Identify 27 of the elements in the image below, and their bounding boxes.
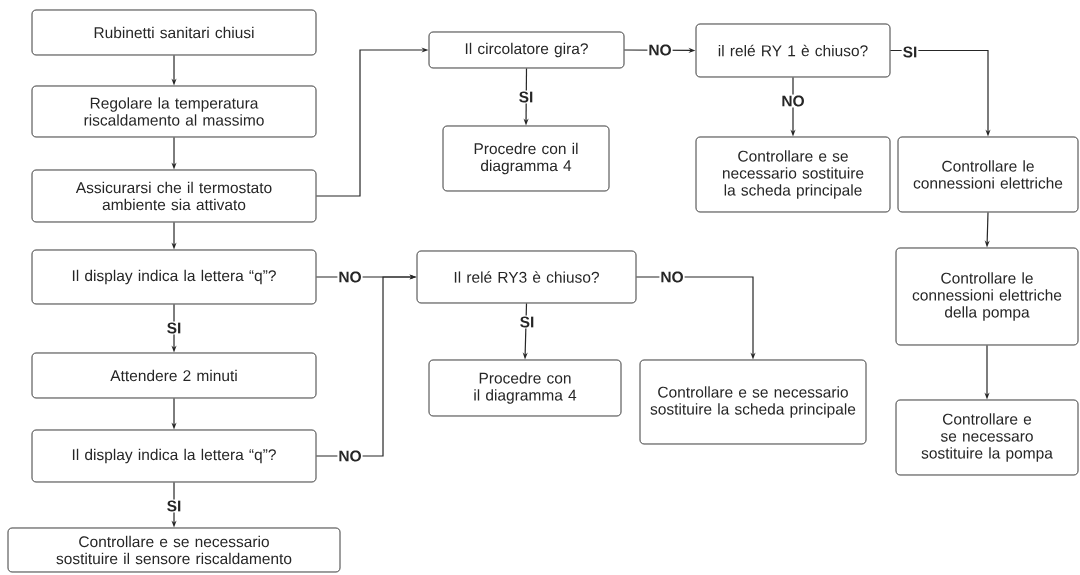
process-box: Controllare e se necessaro sostituire la pompa bbox=[895, 399, 1079, 476]
process-box: Controllare e se necessario sostituire la scheda principale bbox=[695, 136, 891, 213]
edge-label: SI bbox=[518, 315, 536, 329]
process-box: Il circolatore gira? bbox=[428, 31, 625, 69]
process-box: Controllare le connessioni elettriche bbox=[897, 136, 1079, 213]
edge-label: SI bbox=[901, 45, 919, 59]
edge-label: NO bbox=[337, 270, 363, 284]
edge-label: NO bbox=[337, 449, 363, 463]
process-box: Controllare e se necessario sostituire il sensore riscaldamento bbox=[7, 527, 341, 573]
process-box: Il relé RY3 è chiuso? bbox=[416, 250, 637, 304]
process-box: il relé RY 1 è chiuso? bbox=[695, 23, 891, 78]
edge-label: SI bbox=[517, 90, 535, 104]
process-box: Rubinetti sanitari chiusi bbox=[31, 9, 317, 56]
process-box: Regolare la temperatura riscaldamento al massimo bbox=[31, 85, 317, 138]
process-box: Procedre con il diagramma 4 bbox=[428, 359, 622, 417]
process-box: Attendere 2 minuti bbox=[31, 352, 317, 399]
process-box: Controllare le connessioni elettriche della pompa bbox=[895, 247, 1079, 346]
edge-label: SI bbox=[165, 499, 183, 513]
edge-label: NO bbox=[780, 94, 806, 108]
process-box: Assicurarsi che il termostato ambiente sia attivato bbox=[31, 169, 317, 223]
edge-label: NO bbox=[647, 43, 673, 57]
edge-label: SI bbox=[165, 321, 183, 335]
process-box: Controllare e se necessario sostituire la scheda principale bbox=[639, 359, 867, 445]
edge-label: NO bbox=[659, 270, 685, 284]
process-box: Il display indica la lettera “q”? bbox=[31, 429, 317, 483]
process-box: Il display indica la lettera “q”? bbox=[31, 249, 317, 305]
process-box: Procedre con il diagramma 4 bbox=[442, 125, 610, 192]
